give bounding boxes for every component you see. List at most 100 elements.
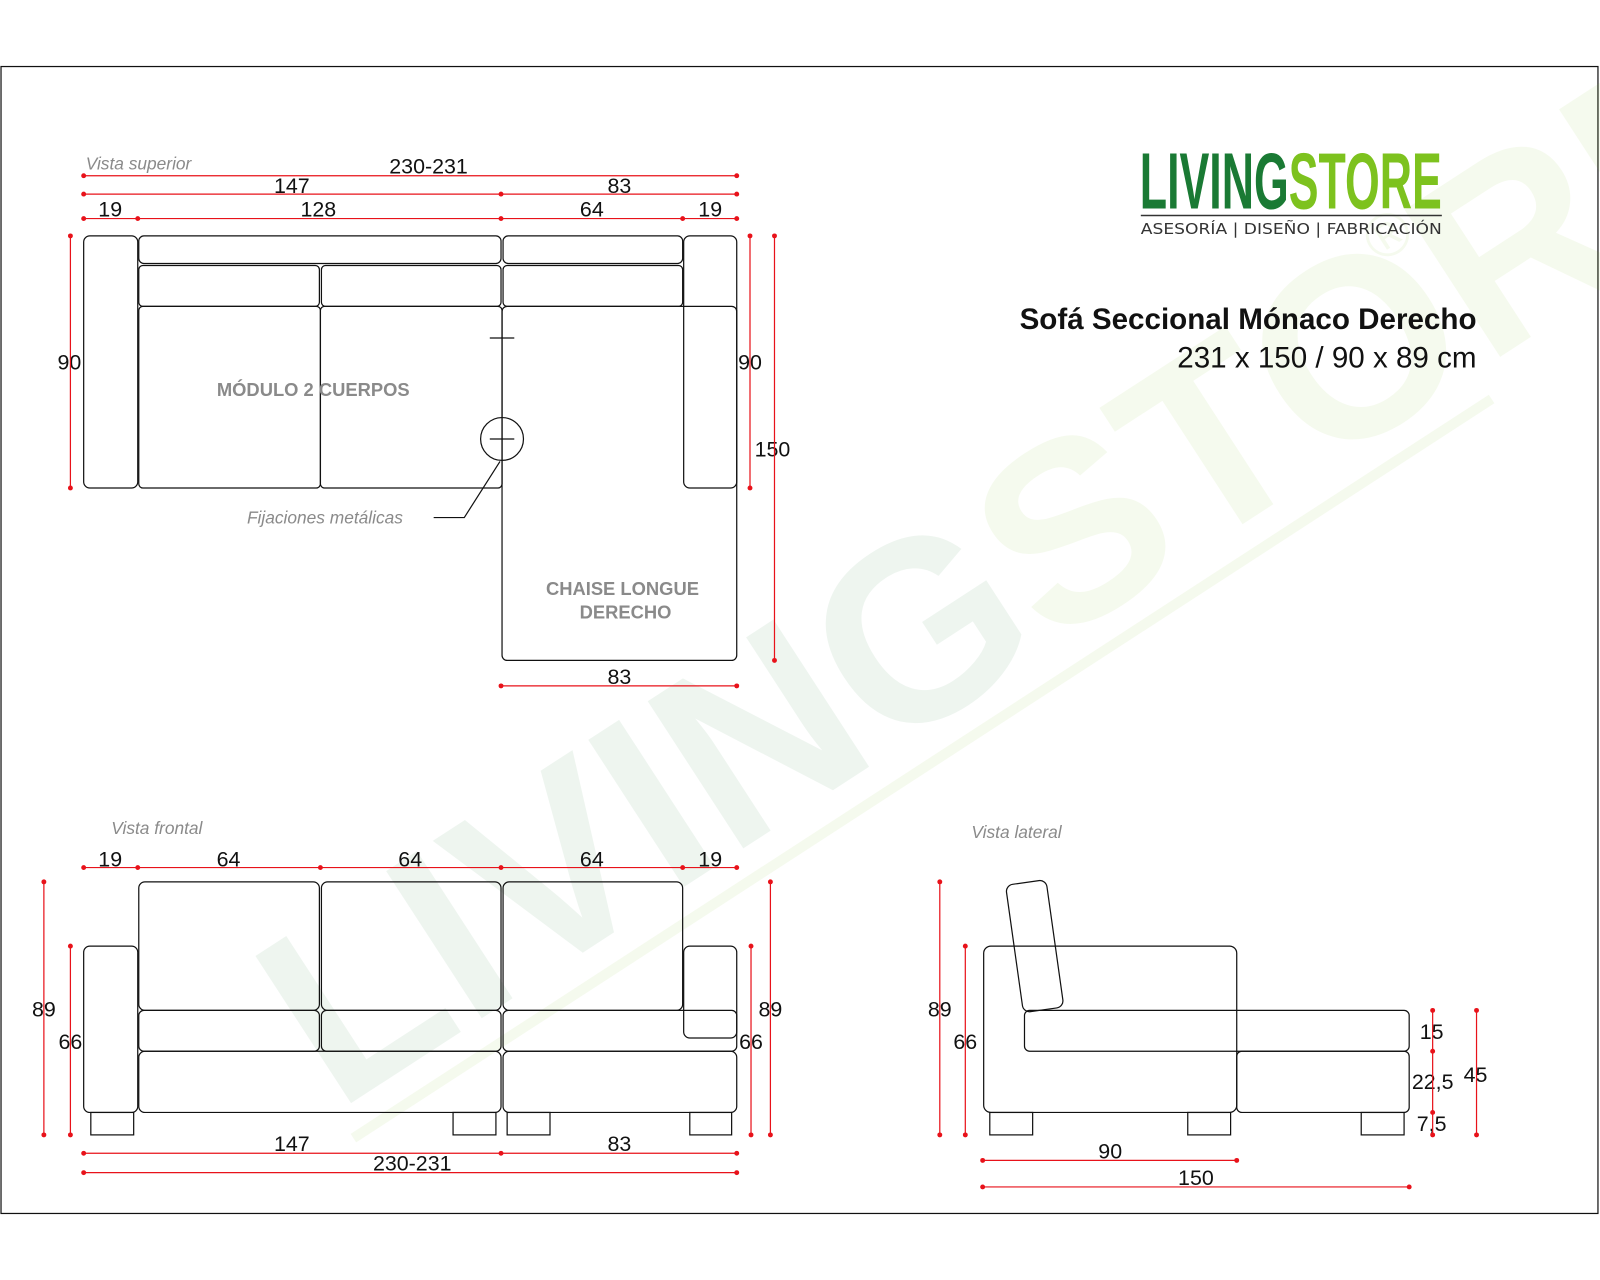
- dimension-endpoint: [67, 943, 73, 949]
- right-arm: [683, 235, 738, 489]
- watermark-part1: LIVING: [211, 456, 1079, 1158]
- dimension-endpoint: [1430, 1007, 1436, 1013]
- product-title: Sofá Seccional Mónaco Derecho: [1020, 303, 1477, 336]
- dimension-endpoint: [81, 173, 87, 179]
- dimension-endpoint: [980, 1157, 986, 1163]
- dimension-endpoint: [772, 233, 777, 239]
- dim-label: 128: [301, 198, 337, 222]
- leg: [506, 1111, 551, 1136]
- product-dimensions: 231 x 150 / 90 x 89 cm: [1177, 342, 1476, 375]
- dim-label: 64: [398, 848, 422, 872]
- dimension-endpoint: [767, 879, 773, 885]
- dimension-endpoint: [498, 865, 504, 870]
- left-arm: [83, 235, 139, 489]
- fixing-circle: [480, 416, 525, 462]
- dimension-endpoint: [772, 657, 777, 663]
- dim-label: 45: [1464, 1063, 1488, 1087]
- dimension-endpoint: [41, 879, 47, 885]
- logo-tagline: ASESORÍA | DISEÑO | FABRICACIÓN: [1141, 219, 1442, 238]
- fixing-leader: [433, 461, 501, 519]
- dimension-endpoint: [962, 943, 968, 949]
- dimension-endpoint: [498, 216, 504, 222]
- dimension-endpoint: [67, 233, 73, 239]
- backrest: [1005, 879, 1064, 1013]
- dimension-endpoint: [81, 1170, 87, 1176]
- side-view-label: Vista lateral: [971, 822, 1062, 842]
- dim-label: 19: [98, 848, 122, 872]
- side-frame: [983, 945, 1238, 1114]
- dim-label: 19: [698, 848, 722, 872]
- dimension-endpoint: [498, 191, 504, 197]
- chaise-label-2: DERECHO: [580, 602, 672, 623]
- dim-label: 150: [1178, 1166, 1214, 1190]
- dimension-endpoint: [734, 173, 740, 179]
- dimension-endpoint: [734, 865, 740, 870]
- dim-label: 19: [98, 198, 122, 222]
- dimension-endpoint: [734, 191, 740, 197]
- right-arm: [683, 945, 738, 1039]
- dimension-endpoint: [747, 233, 753, 239]
- dim-label: 83: [607, 1132, 631, 1156]
- dimension-endpoint: [962, 1132, 968, 1138]
- dimension-endpoint: [81, 1150, 87, 1156]
- chaise-label-1: CHAISE LONGUE: [546, 578, 699, 599]
- dim-label: 150: [755, 437, 791, 461]
- front-view-label: Vista frontal: [111, 818, 203, 838]
- leg: [1360, 1111, 1405, 1136]
- dimension-endpoint: [980, 1184, 986, 1190]
- dimension-endpoint: [734, 683, 740, 689]
- dimension-endpoint: [498, 683, 504, 689]
- chaise-base: [1236, 1050, 1410, 1114]
- dim-label: 15: [1420, 1020, 1444, 1044]
- back-top-left: [138, 235, 502, 265]
- left-arm: [83, 945, 139, 1114]
- dimension-endpoint: [680, 865, 686, 870]
- dimension-endpoint: [498, 1150, 504, 1156]
- dim-label: 64: [580, 198, 604, 222]
- dimension-endpoint: [748, 1132, 754, 1138]
- back-cushion-3: [502, 264, 684, 307]
- dimension-endpoint: [81, 216, 87, 222]
- dimension-endpoint: [734, 1150, 740, 1156]
- drawing-frame: [0, 65, 1599, 1215]
- fixings-label: Fijaciones metálicas: [247, 508, 403, 528]
- dimension-endpoint: [680, 216, 686, 222]
- dim-label: 147: [274, 1132, 310, 1156]
- leg: [1187, 1111, 1232, 1136]
- dim-label: 19: [698, 198, 722, 222]
- dimension-endpoint: [1430, 1110, 1436, 1115]
- back-cushion-2: [320, 264, 502, 307]
- back-cushion-1: [138, 264, 320, 307]
- leg: [689, 1111, 733, 1136]
- side-view: Vista lateral 89 66 15 22,5 7,5 45 90 15…: [928, 822, 1488, 1190]
- dim-label: 230-231: [373, 1152, 452, 1176]
- top-view-label: Vista superior: [86, 154, 193, 174]
- dimension-endpoint: [1234, 1157, 1240, 1163]
- top-view: Vista superior Fijaciones metálicas MÓDU…: [57, 154, 790, 689]
- dimension-endpoint: [1430, 1132, 1436, 1138]
- dimension-endpoint: [81, 191, 87, 197]
- dimension-endpoint: [937, 1132, 943, 1138]
- dimension-endpoint: [67, 485, 73, 491]
- dim-label: 90: [1098, 1139, 1122, 1163]
- base-left: [138, 1050, 502, 1114]
- base-right: [502, 1050, 738, 1114]
- dimension-endpoint: [1406, 1184, 1412, 1190]
- leg: [90, 1111, 135, 1136]
- dim-label: 90: [57, 351, 81, 375]
- dimension-endpoint: [734, 216, 740, 222]
- seat-cushion: [1023, 1009, 1410, 1052]
- dimension-endpoint: [135, 865, 141, 870]
- dim-label: 7,5: [1417, 1112, 1447, 1136]
- watermark-underline: [350, 394, 1495, 1143]
- dimension-endpoint: [747, 485, 753, 491]
- livingstore-logo: LIVINGSTORE ASESORÍA | DISEÑO | FABRICAC…: [1140, 136, 1442, 238]
- dim-label: 83: [607, 665, 631, 689]
- logo-living: LIVING: [1140, 136, 1289, 225]
- module-label: MÓDULO 2 CUERPOS: [217, 379, 410, 400]
- dimension-endpoint: [734, 1170, 740, 1176]
- leg: [452, 1111, 497, 1136]
- dimension-endpoint: [767, 1132, 773, 1138]
- dimension-endpoint: [135, 216, 141, 222]
